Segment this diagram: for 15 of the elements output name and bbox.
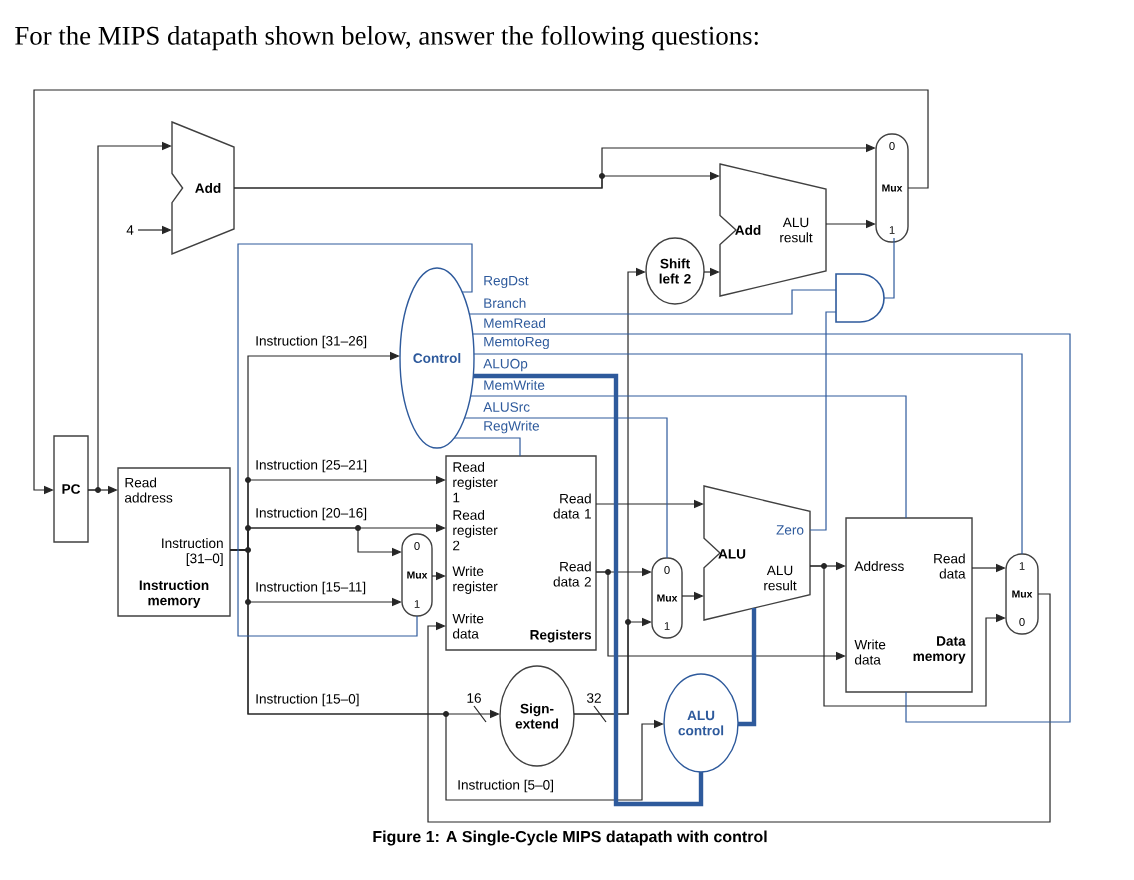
connector-line bbox=[470, 395, 907, 519]
connector-line bbox=[464, 417, 668, 559]
connector-line bbox=[468, 289, 837, 315]
connector-line bbox=[473, 353, 1023, 555]
arrow bbox=[427, 593, 1051, 823]
connector-line bbox=[237, 243, 473, 637]
figure-caption: Figure 1: A Single-Cycle MIPS datapath with control bbox=[373, 830, 767, 846]
connector-line bbox=[738, 608, 757, 727]
and-gate bbox=[835, 273, 885, 323]
connector-line bbox=[453, 437, 521, 457]
connector-line bbox=[472, 333, 1071, 723]
question-heading: For the MIPS datapath shown below, answer the following questions: bbox=[15, 25, 758, 51]
connector-line bbox=[809, 311, 837, 531]
connector-line bbox=[473, 373, 704, 807]
connector-line bbox=[883, 237, 895, 299]
